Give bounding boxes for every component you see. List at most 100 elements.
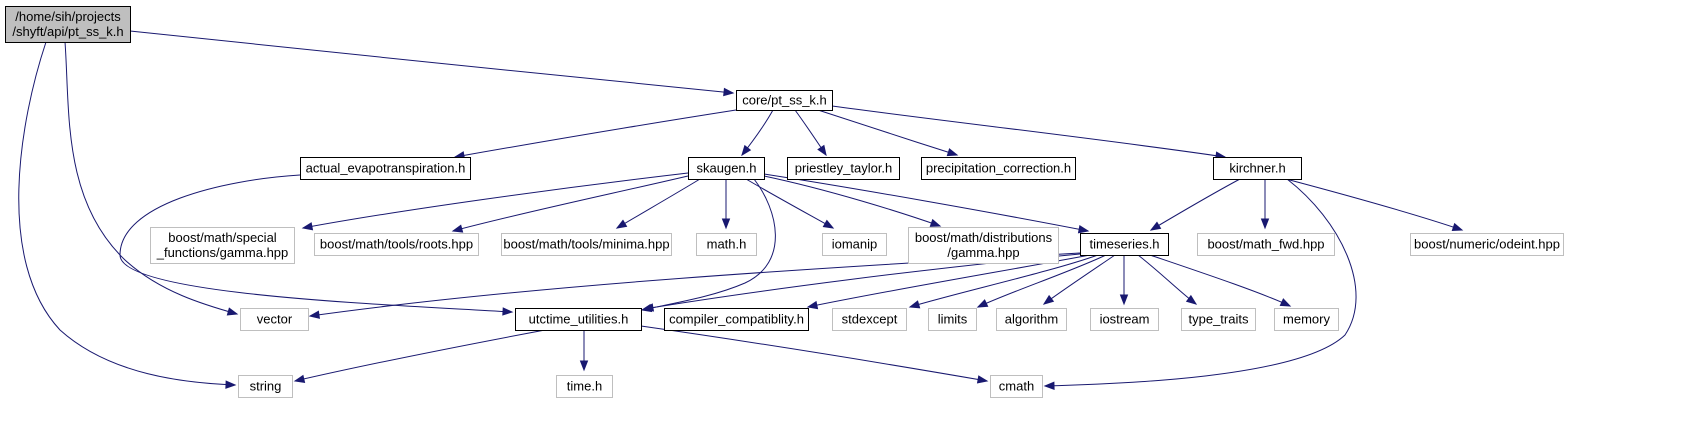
node-math_h[interactable]: math.h (696, 233, 757, 256)
edge-skaugen-to-timeseries (763, 173, 1090, 234)
edge-line (1285, 178, 1463, 231)
edge-arrowhead (642, 303, 655, 312)
node-algorithm[interactable]: algorithm (996, 308, 1067, 331)
edge-arrowhead (1185, 294, 1198, 305)
node-vector[interactable]: vector (240, 308, 309, 331)
node-label: precipitation_correction.h (926, 161, 1071, 176)
edge-core_pt_ss_k-to-skaugen (741, 109, 774, 157)
node-label: actual_evapotranspiration.h (306, 161, 466, 176)
edge-arrowhead (741, 144, 752, 157)
node-precipitation_correction[interactable]: precipitation_correction.h (921, 157, 1076, 180)
edge-kirchner-to-cmath (1043, 178, 1357, 390)
edge-arrowhead (723, 87, 735, 97)
node-memory[interactable]: memory (1274, 308, 1339, 331)
edge-line (641, 178, 776, 311)
edge-arrowhead (721, 218, 731, 230)
edge-arrowhead (822, 219, 835, 229)
node-boost_minima[interactable]: boost/math/tools/minima.hpp (501, 233, 672, 256)
nodes-layer: /home/sih/projects/shyft/api/pt_ss_k.hco… (5, 6, 1564, 398)
node-boost_dist_gamma[interactable]: boost/math/distributions/gamma.hpp (908, 227, 1059, 264)
edge-arrowhead (1042, 294, 1055, 305)
node-limits[interactable]: limits (928, 308, 977, 331)
edge-arrowhead (301, 222, 314, 231)
node-time_h[interactable]: time.h (556, 375, 613, 398)
node-kirchner[interactable]: kirchner.h (1213, 157, 1302, 180)
edge-skaugen-to-boost_special_gamma (301, 172, 689, 231)
edge-line (1044, 178, 1357, 387)
node-box (240, 308, 309, 331)
node-iomanip[interactable]: iomanip (822, 233, 887, 256)
node-label: time.h (567, 379, 602, 394)
node-label: boost/math/distributions (915, 230, 1053, 245)
node-box (5, 6, 131, 43)
node-type_traits[interactable]: type_traits (1181, 308, 1256, 331)
edge-arrowhead (1279, 298, 1292, 307)
node-label: boost/math/special (168, 230, 277, 245)
edge-arrowhead (946, 148, 959, 157)
edge-utctime_utilities-to-string (293, 329, 546, 383)
node-compiler_compatiblity[interactable]: compiler_compatiblity.h (664, 308, 809, 331)
edge-line (119, 174, 513, 313)
node-box (1080, 233, 1169, 256)
node-label: string (250, 379, 282, 394)
edge-line (452, 175, 689, 232)
node-boost_math_fwd[interactable]: boost/math_fwd.hpp (1197, 233, 1335, 256)
node-box (1090, 308, 1159, 331)
node-box (1274, 308, 1339, 331)
node-boost_special_gamma[interactable]: boost/math/special_functions/gamma.hpp (150, 227, 295, 264)
node-utctime_utilities[interactable]: utctime_utilities.h (515, 308, 642, 331)
node-skaugen[interactable]: skaugen.h (688, 157, 765, 180)
node-label: boost/math_fwd.hpp (1207, 237, 1324, 252)
edge-arrowhead (1451, 222, 1464, 231)
node-iostream[interactable]: iostream (1090, 308, 1159, 331)
edge-line (1137, 254, 1197, 305)
node-timeseries[interactable]: timeseries.h (1080, 233, 1169, 256)
edge-root-to-core_pt_ss_k (129, 30, 735, 97)
node-priestley_taylor[interactable]: priestley_taylor.h (787, 157, 900, 180)
node-cmath[interactable]: cmath (990, 375, 1043, 398)
node-box (822, 233, 887, 256)
node-box (688, 157, 765, 180)
node-label: memory (1283, 312, 1330, 327)
edge-line (1150, 178, 1241, 231)
node-label: math.h (707, 237, 747, 252)
node-string[interactable]: string (238, 375, 293, 398)
edge-arrowhead (806, 300, 819, 310)
edge-arrowhead (225, 380, 237, 389)
edge-arrowhead (1260, 218, 1270, 230)
node-actual_evapotranspiration[interactable]: actual_evapotranspiration.h (300, 157, 471, 180)
node-root[interactable]: /home/sih/projects/shyft/api/pt_ss_k.h (5, 6, 131, 43)
edge-line (454, 109, 737, 158)
edge-arrowhead (226, 307, 239, 316)
node-label: utctime_utilities.h (529, 312, 629, 327)
edge-kirchner-to-boost_math_fwd (1260, 179, 1270, 230)
node-boost_odeint[interactable]: boost/numeric/odeint.hpp (1410, 233, 1564, 256)
edges-layer (18, 30, 1464, 390)
edge-utctime_utilities-to-time_h (579, 330, 589, 372)
edge-root-to-vector (64, 41, 239, 316)
node-box (908, 227, 1059, 264)
edge-core_pt_ss_k-to-priestley_taylor (794, 109, 827, 157)
node-box (664, 308, 809, 331)
edge-arrowhead (502, 307, 514, 316)
edge-line (640, 325, 988, 382)
edge-skaugen-to-boost_dist_gamma (763, 175, 942, 227)
edge-line (763, 173, 1089, 232)
node-label: compiler_compatiblity.h (669, 312, 804, 327)
node-boost_roots[interactable]: boost/math/tools/roots.hpp (314, 233, 479, 256)
node-label: boost/math/tools/roots.hpp (320, 237, 473, 252)
node-box (736, 90, 833, 111)
node-box (515, 308, 642, 331)
node-box (990, 375, 1043, 398)
edge-arrowhead (451, 224, 464, 233)
node-core_pt_ss_k[interactable]: core/pt_ss_k.h (736, 90, 833, 111)
node-label: vector (257, 312, 293, 327)
node-stdexcept[interactable]: stdexcept (832, 308, 907, 331)
edge-utctime_utilities-to-cmath (640, 325, 989, 384)
edge-arrowhead (817, 144, 827, 157)
edge-arrowhead (908, 300, 921, 309)
node-box (1410, 233, 1564, 256)
edge-arrowhead (976, 375, 989, 384)
edge-timeseries-to-memory (1149, 254, 1292, 307)
